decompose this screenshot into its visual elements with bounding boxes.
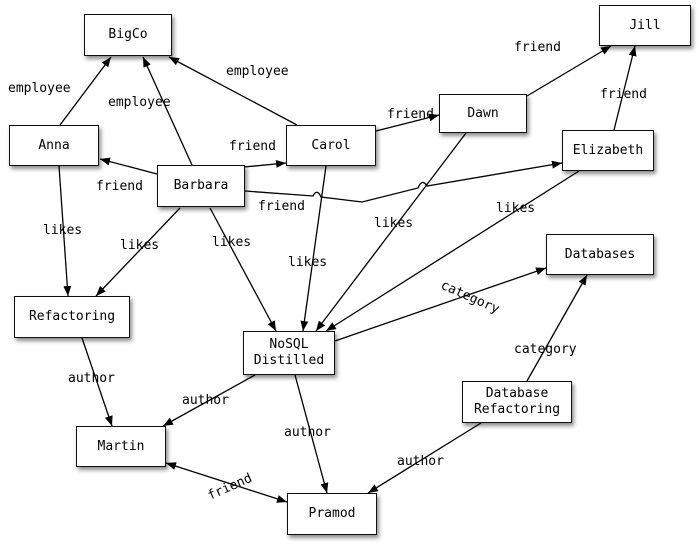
edge-line (315, 132, 467, 332)
node-pramod[interactable]: Pramod (287, 493, 377, 535)
edge-label: friend (206, 471, 255, 504)
node-anna[interactable]: Anna (9, 125, 99, 166)
edge-label: likes (212, 235, 251, 250)
edge-label: author (182, 393, 229, 408)
edge-line (142, 56, 193, 166)
edge-line (334, 267, 547, 342)
edge-anna-refactoring: likes (43, 165, 82, 297)
edge-label: employee (226, 64, 289, 79)
edge-label: category (438, 278, 501, 317)
node-databases[interactable]: Databases (546, 234, 654, 275)
edge-refactoring-martin: author (68, 337, 115, 427)
edge-label: friend (96, 179, 143, 194)
edge-nosql-pramod: author (284, 374, 331, 494)
edge-line (367, 422, 482, 494)
edge-line (165, 462, 288, 503)
edge-label: likes (288, 255, 327, 270)
edge-line (168, 56, 298, 126)
edge-label: author (68, 371, 115, 386)
edge-label: likes (496, 201, 535, 216)
node-jill[interactable]: Jill (599, 5, 691, 46)
node-barbara[interactable]: Barbara (157, 165, 245, 207)
edge-line (294, 374, 329, 494)
edge-label: friend (258, 199, 305, 214)
edge-label: likes (120, 238, 159, 253)
edge-line (526, 274, 588, 382)
node-database-refactoring[interactable]: Database Refactoring (462, 381, 572, 423)
edge-dawn-jill: friend (514, 40, 612, 97)
edge-anna-bigco: employee (8, 56, 112, 126)
edge-carol-dawn: friend (375, 107, 440, 132)
node-bigco[interactable]: BigCo (84, 14, 172, 56)
edge-line (162, 374, 256, 427)
edge-carol-bigco: employee (168, 56, 298, 126)
edge-barbara-elizabeth: friend (244, 160, 563, 214)
edge-line (81, 337, 113, 427)
edge-line (99, 157, 158, 175)
node-carol[interactable]: Carol (286, 125, 376, 166)
edge-dbrefactoring-databases: category (514, 274, 588, 382)
edge-martin-pramod: friend (165, 462, 288, 504)
edge-dawn-nosql: likes (315, 132, 467, 332)
edge-barbara-anna: friend (96, 157, 158, 194)
edge-label: author (397, 454, 444, 469)
edge-line (95, 207, 181, 297)
edge-barbara-nosql: likes (209, 207, 277, 332)
edge-line (209, 207, 277, 332)
edge-line (244, 160, 563, 203)
edge-nosql-databases: category (334, 267, 547, 342)
edge-label: likes (43, 223, 82, 238)
edge-label: likes (374, 216, 413, 231)
edge-carol-nosql: likes (288, 165, 327, 332)
edge-line (58, 165, 72, 297)
edge-line (325, 170, 580, 332)
edge-label: author (284, 425, 331, 440)
edge-elizabeth-nosql: likes (325, 170, 580, 332)
edge-line (613, 45, 637, 131)
edge-nosql-martin: author (162, 374, 256, 427)
edge-label: friend (514, 40, 561, 55)
edge-barbara-carol: friend (229, 139, 287, 168)
edge-dbrefactoring-pramod: author (367, 422, 482, 494)
node-elizabeth[interactable]: Elizabeth (562, 130, 654, 171)
edge-elizabeth-jill: friend (600, 45, 647, 131)
edge-label: employee (108, 95, 171, 110)
edge-label: employee (8, 81, 71, 96)
edge-label: friend (387, 107, 434, 122)
node-refactoring[interactable]: Refactoring (14, 296, 130, 338)
edge-label: category (514, 342, 577, 357)
edge-line (526, 45, 612, 97)
edge-line (375, 113, 440, 132)
node-martin[interactable]: Martin (76, 426, 166, 467)
node-nosql-distilled[interactable]: NoSQL Distilled (243, 331, 335, 375)
edge-label: friend (600, 87, 647, 102)
edge-line (243, 159, 287, 168)
node-dawn[interactable]: Dawn (439, 94, 527, 133)
edge-label: friend (229, 139, 276, 154)
edge-line (300, 165, 327, 332)
edge-barbara-refactoring: likes (95, 207, 181, 297)
edge-barbara-bigco: employee (108, 56, 193, 166)
edge-line (59, 56, 112, 126)
